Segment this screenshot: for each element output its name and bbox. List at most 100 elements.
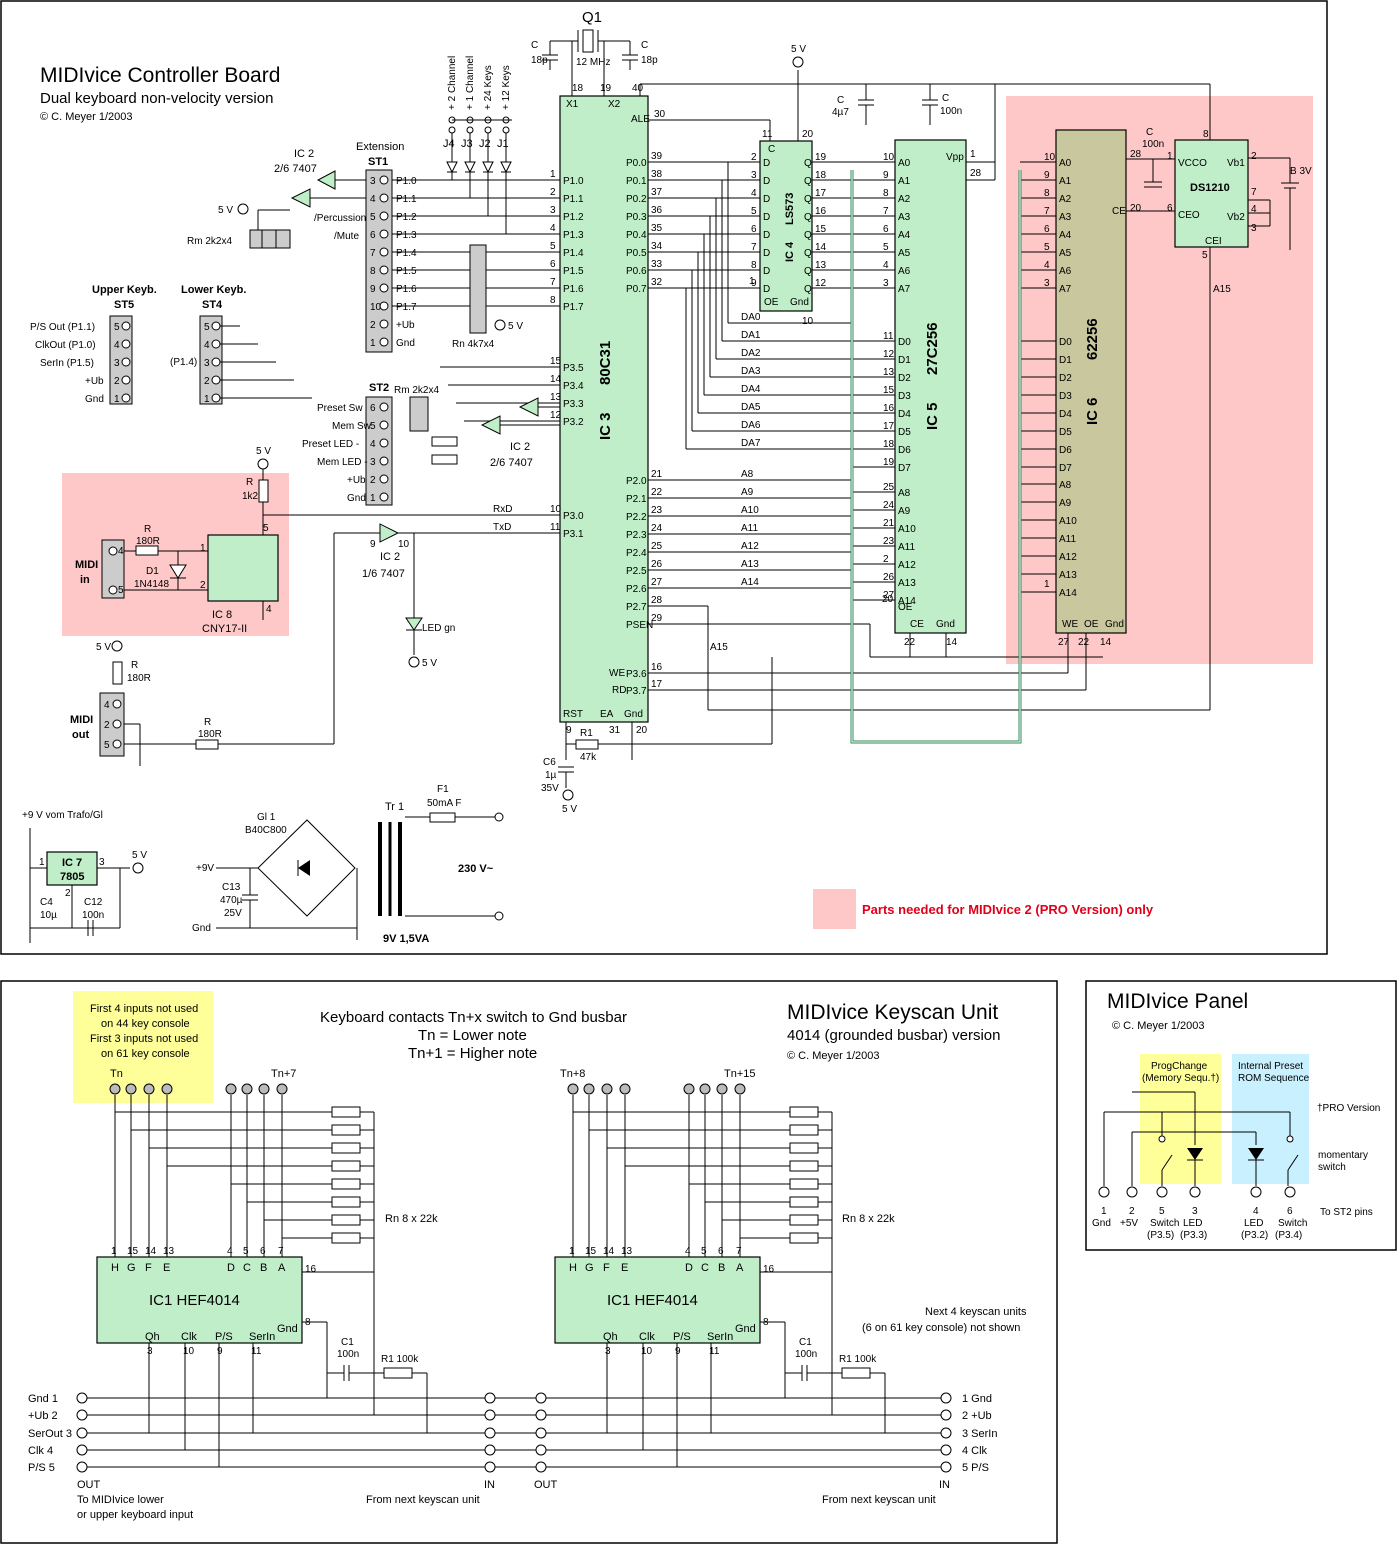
svg-text:ST4: ST4 <box>202 299 223 311</box>
st1-pin-label: P1.0 <box>396 176 417 187</box>
svg-text:To ST2 pins: To ST2 pins <box>1320 1207 1373 1218</box>
svg-text:Gnd: Gnd <box>1105 619 1124 630</box>
ic6-data-label: D4 <box>1059 409 1072 420</box>
svg-text:in: in <box>80 574 90 586</box>
keyscan-input-pin: 5 <box>701 1246 707 1257</box>
ic3-pin-number: 1 <box>550 169 556 180</box>
ic6-addr-pin: 10 <box>1044 152 1056 163</box>
ic6-data-label: D2 <box>1059 373 1072 384</box>
ic3-pin-number: 10 <box>550 504 562 515</box>
svg-text:momentary: momentary <box>1318 1150 1368 1161</box>
ic5-haddr-pin: 23 <box>883 536 895 547</box>
svg-text:From next keyscan unit: From next keyscan unit <box>822 1494 936 1506</box>
controller-copyright: © C. Meyer 1/2003 <box>40 111 132 123</box>
svg-text:1: 1 <box>200 543 206 554</box>
ic3-pin-number: 2 <box>550 187 556 198</box>
ic3-pin-label: P0.7 <box>626 284 647 295</box>
rxd-label: RxD <box>493 504 512 515</box>
svg-text:© C. Meyer 1/2003: © C. Meyer 1/2003 <box>787 1050 879 1062</box>
ic5-addr-label: A4 <box>898 230 911 241</box>
ic4-d-pin: 9 <box>751 278 757 289</box>
svg-text:DS1210: DS1210 <box>1190 182 1230 194</box>
ic5-addr-pin: 3 <box>883 278 889 289</box>
keyscan-bottom-label: Clk <box>639 1331 655 1343</box>
keyscan-input-pin: 6 <box>718 1246 724 1257</box>
svg-text:Tn+1 = Higher note: Tn+1 = Higher note <box>408 1045 537 1062</box>
svg-text:First 4 inputs not used: First 4 inputs not used <box>90 1003 198 1015</box>
svg-text:Vb2: Vb2 <box>1227 212 1245 223</box>
svg-text:C6: C6 <box>543 757 556 768</box>
svg-text:50mA F: 50mA F <box>427 798 461 809</box>
keyscan-bottom-label: Clk <box>181 1331 197 1343</box>
st1-pin-number: 10 <box>370 302 382 313</box>
svg-text:5 V: 5 V <box>96 642 111 653</box>
ic5-addr-pin: 5 <box>883 242 889 253</box>
ic3-pin-label: P0.5 <box>626 248 647 259</box>
svg-text:MIDIvice Keyscan Unit: MIDIvice Keyscan Unit <box>787 1001 998 1024</box>
addr-label: A8 <box>741 469 754 480</box>
addr-label: A10 <box>741 505 759 516</box>
keyscan-input-label: D <box>685 1262 693 1274</box>
keyscan-vcc-pin: 16 <box>305 1264 317 1275</box>
keyscan-input-pin: 13 <box>621 1246 633 1257</box>
ic4-q-label: Q <box>804 266 812 277</box>
keyscan-input-label: G <box>127 1262 136 1274</box>
ic3-pin-label: P2.3 <box>626 530 647 541</box>
keyscan-gnd: Gnd <box>277 1323 298 1335</box>
ic6-addr-label: A4 <box>1059 230 1072 241</box>
st5-pin-label: P/S Out (P1.1) <box>30 322 95 333</box>
svg-text:CE: CE <box>910 619 924 630</box>
svg-text:Gnd: Gnd <box>192 923 211 934</box>
svg-text:100n: 100n <box>940 106 962 117</box>
ic4-q-pin: 18 <box>815 170 827 181</box>
ic3-pin-label: P1.3 <box>563 230 584 241</box>
jumper-label: + 2 Channel <box>447 56 458 110</box>
st2-pin-number: 1 <box>370 493 376 504</box>
ic3-pin-label: P1.0 <box>563 176 584 187</box>
st2-pin-label: +Ub <box>347 475 366 486</box>
svg-text:Gl 1: Gl 1 <box>257 812 276 823</box>
st5-pin-label: Gnd <box>85 394 104 405</box>
svg-text:/Mute: /Mute <box>334 231 359 242</box>
ic4-q-label: Q <box>804 194 812 205</box>
ic3-pin-label: P3.3 <box>563 399 584 410</box>
jumper-name: J4 <box>443 138 455 150</box>
svg-text:Vpp: Vpp <box>946 152 964 163</box>
svg-text:IC 2: IC 2 <box>294 148 314 160</box>
svg-text:28: 28 <box>970 168 982 179</box>
svg-text:Internal Preset: Internal Preset <box>1238 1061 1303 1072</box>
ic6-haddr-label: A14 <box>1059 588 1077 599</box>
ic6-data-label: D0 <box>1059 337 1072 348</box>
ic3-pin-number: 4 <box>550 223 556 234</box>
svg-text:4: 4 <box>118 546 124 557</box>
keyscan-input-label: E <box>163 1262 170 1274</box>
st2-pin-number: 4 <box>370 439 376 450</box>
svg-text:on 44 key console: on 44 key console <box>101 1018 190 1030</box>
keyscan-input-label: H <box>111 1262 119 1274</box>
st2-pin-label: Mem Sw <box>332 421 372 432</box>
reset-circuit: 5 V C6 1µ 35V R1 47k <box>541 657 773 815</box>
svg-text:8: 8 <box>1203 129 1209 140</box>
svg-text:switch: switch <box>1318 1162 1346 1173</box>
svg-text:4µ7: 4µ7 <box>832 107 849 118</box>
svg-text:25V: 25V <box>224 908 242 919</box>
st5-pin-number: 3 <box>114 358 120 369</box>
svg-text:20: 20 <box>802 129 814 140</box>
ic6-addr-label: A5 <box>1059 248 1072 259</box>
ic3-pin-label: P0.6 <box>626 266 647 277</box>
ic3-pin-label: P1.6 <box>563 284 584 295</box>
svg-text:CEI: CEI <box>1205 236 1222 247</box>
ic6-addr-pin: 8 <box>1044 188 1050 199</box>
svg-text:5 V: 5 V <box>422 658 437 669</box>
svg-text:7: 7 <box>1251 187 1257 198</box>
st2-pin-number: 3 <box>370 457 376 468</box>
ic4-d-pin: 6 <box>751 224 757 235</box>
ic3-right-pins: P0.039P0.138P0.237P0.336P0.435P0.534P0.6… <box>626 151 1210 711</box>
svg-text:C4: C4 <box>40 897 53 908</box>
keyscan-left-pin: Clk 4 <box>28 1445 53 1457</box>
st1-pin-number: 7 <box>370 248 376 259</box>
keyscan-r1: R1 100k <box>381 1354 419 1365</box>
keyscan-left-pin: SerOut 3 <box>28 1428 72 1440</box>
st1-pin-label: P1.2 <box>396 212 417 223</box>
svg-text:B 3V: B 3V <box>1290 166 1312 177</box>
